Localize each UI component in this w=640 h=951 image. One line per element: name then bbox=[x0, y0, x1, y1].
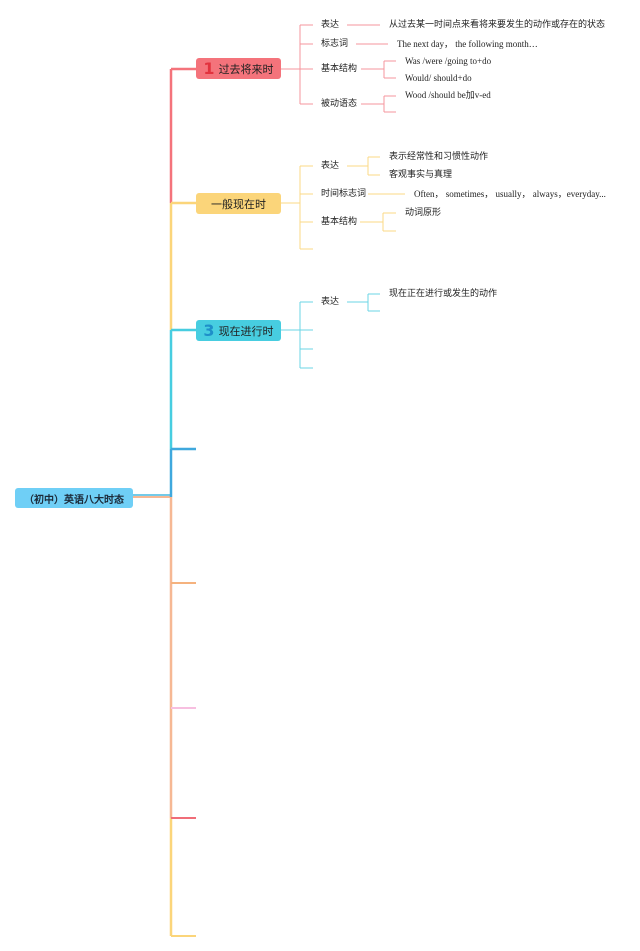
b2-item-3-detail-1: 动词原形 bbox=[405, 208, 442, 218]
b1-item-2-label: 标志词 bbox=[321, 39, 349, 49]
root-node[interactable]: （初中）英语八大时态 bbox=[15, 488, 133, 508]
b1-item-3-detail-1: Was /were /going to+do bbox=[405, 56, 492, 66]
b1-item-3-detail-2: Would/ should+do bbox=[405, 73, 472, 83]
b1-item-4-label: 被动语态 bbox=[321, 99, 358, 109]
branch-number-3: 3 bbox=[203, 320, 215, 340]
b2-item-1-detail-1: 表示经常性和习惯性动作 bbox=[389, 152, 489, 162]
branch-label-2: 一般现在时 bbox=[211, 197, 266, 211]
b3-item-1-detail-1: 现在正在进行或发生的动作 bbox=[389, 289, 498, 299]
root-label: （初中）英语八大时态 bbox=[24, 494, 124, 506]
branch-label-1: 过去将来时 bbox=[218, 62, 274, 76]
b2-item-2-detail-1: Often， sometimes， usually， always，everyd… bbox=[414, 189, 606, 199]
branch-node-1[interactable]: 1 过去将来时 bbox=[196, 58, 281, 79]
b3-item-1-label: 表达 bbox=[321, 297, 340, 307]
b2-item-1-detail-2: 客观事实与真理 bbox=[389, 170, 453, 180]
b1-item-4-detail-1: Wood /should be加v-ed bbox=[405, 90, 491, 100]
branch-node-2[interactable]: 一般现在时 bbox=[196, 193, 281, 214]
branch-number-1: 1 bbox=[203, 58, 215, 78]
b2-item-3-label: 基本结构 bbox=[321, 217, 358, 227]
b1-item-3-label: 基本结构 bbox=[321, 64, 358, 74]
b1-item-1-label: 表达 bbox=[321, 20, 340, 30]
branch-label-3: 现在进行时 bbox=[218, 324, 274, 338]
b2-item-2-label: 时间标志词 bbox=[321, 189, 367, 199]
b1-item-1-detail-1: 从过去某一时间点来看将来要发生的动作或存在的状态 bbox=[389, 20, 606, 30]
b2-item-1-label: 表达 bbox=[321, 161, 340, 171]
branch-node-3[interactable]: 3 现在进行时 bbox=[196, 320, 281, 341]
b1-item-2-detail-1: The next day， the following month… bbox=[397, 39, 538, 49]
